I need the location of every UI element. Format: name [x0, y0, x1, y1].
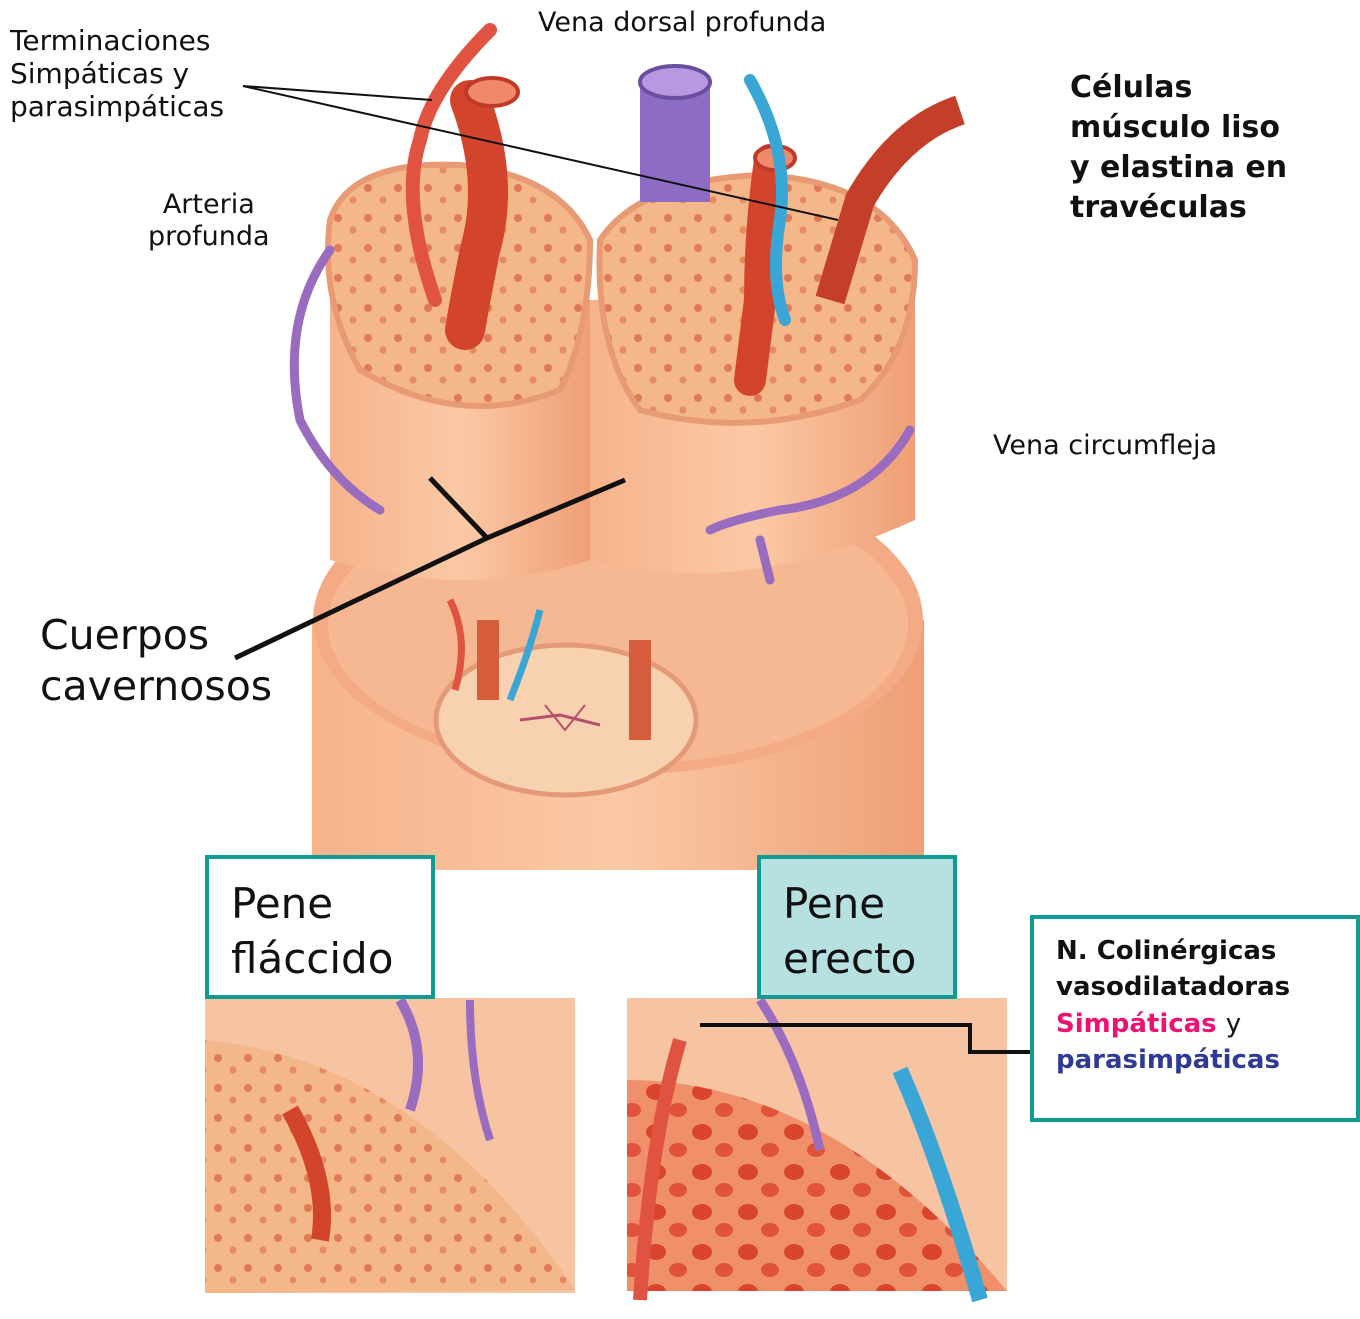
label-terminaciones-line1: Terminaciones — [10, 24, 224, 57]
label-terminaciones: Terminaciones Simpáticas y parasimpática… — [10, 24, 224, 123]
nerve-parasimpaticas: parasimpáticas — [1056, 1042, 1356, 1078]
label-vena-dorsal: Vena dorsal profunda — [538, 7, 826, 39]
box-erecto-line2: erecto — [783, 932, 953, 987]
box-nerve-types: N. Colinérgicas vasodilatadoras Simpátic… — [1030, 915, 1360, 1122]
label-celulas: Células músculo liso y elastina en travé… — [1070, 68, 1287, 228]
label-terminaciones-line3: parasimpáticas — [10, 90, 224, 123]
label-vena-circumfleja: Vena circumfleja — [993, 430, 1217, 462]
label-celulas-line2: músculo liso — [1070, 108, 1287, 148]
erect-detail — [627, 998, 1007, 1300]
label-cuerpos: Cuerpos cavernosos — [40, 610, 272, 713]
label-arteria-line1: Arteria — [148, 189, 270, 221]
nerve-y: y — [1226, 1009, 1241, 1039]
nerve-line2: vasodilatadoras — [1056, 969, 1356, 1005]
nerve-line3: Simpáticas y — [1056, 1006, 1356, 1042]
box-flaccido-line2: fláccido — [231, 932, 431, 987]
nerve-simpaticas: Simpáticas — [1056, 1009, 1217, 1039]
box-flaccido-line1: Pene — [231, 877, 431, 932]
label-celulas-line3: y elastina en — [1070, 148, 1287, 188]
deep-dorsal-vein — [640, 66, 710, 202]
label-cuerpos-line1: Cuerpos — [40, 610, 272, 661]
box-pene-erecto: Pene erecto — [757, 855, 957, 999]
box-erecto-line1: Pene — [783, 877, 953, 932]
label-arteria: Arteria profunda — [148, 189, 270, 253]
label-terminaciones-line2: Simpáticas y — [10, 57, 224, 90]
nerve-line1: N. Colinérgicas — [1056, 933, 1356, 969]
box-pene-flaccido: Pene fláccido — [205, 855, 435, 999]
label-celulas-line4: travéculas — [1070, 188, 1287, 228]
label-arteria-line2: profunda — [148, 221, 270, 253]
corpus-spongiosum — [436, 645, 696, 795]
label-celulas-line1: Células — [1070, 68, 1287, 108]
label-cuerpos-line2: cavernosos — [40, 661, 272, 712]
flaccid-detail — [205, 998, 575, 1293]
